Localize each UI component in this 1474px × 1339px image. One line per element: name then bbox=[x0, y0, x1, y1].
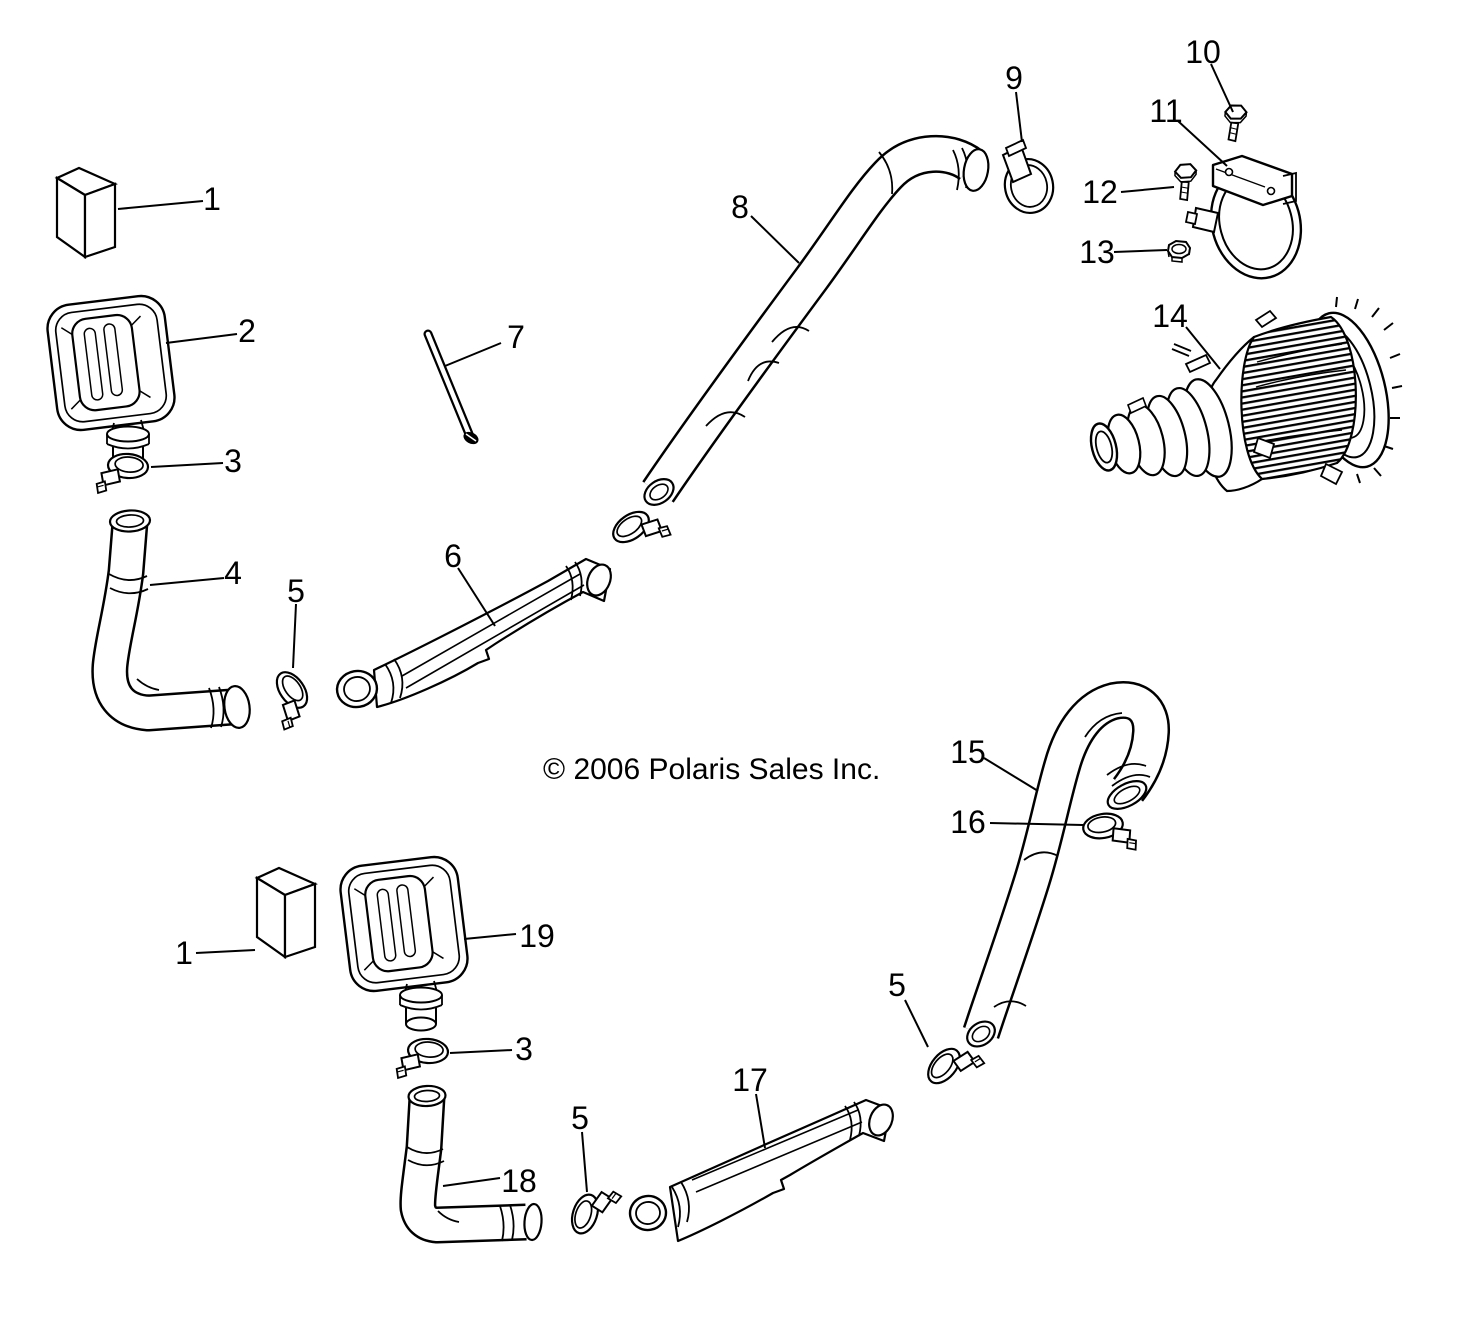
callout-label-2: 2 bbox=[238, 313, 256, 349]
callout-label-6: 6 bbox=[444, 538, 462, 574]
callout-label-16: 16 bbox=[950, 804, 986, 840]
part-clamp-3-bottom bbox=[394, 1035, 450, 1083]
callout-label-14: 14 bbox=[1152, 298, 1188, 334]
callout-leader-3 bbox=[150, 462, 224, 468]
callout-leader-11 bbox=[1177, 120, 1228, 167]
callout-leader-1 bbox=[117, 200, 204, 210]
callout-label-1: 1 bbox=[203, 181, 221, 217]
callout-label-5: 5 bbox=[571, 1100, 589, 1136]
callout-leader-18 bbox=[442, 1177, 501, 1187]
callout-label-7: 7 bbox=[507, 319, 525, 355]
callout-leader-10 bbox=[1210, 63, 1234, 113]
callout-label-15: 15 bbox=[950, 734, 986, 770]
callout-leader-14 bbox=[1185, 326, 1221, 370]
callout-leader-12 bbox=[1120, 186, 1175, 193]
callout-label-3: 3 bbox=[224, 443, 242, 479]
callout-label-9: 9 bbox=[1005, 60, 1023, 96]
callout-leader-2 bbox=[165, 333, 238, 344]
part-band-clamp-11 bbox=[1184, 154, 1303, 280]
callout-leader-5 bbox=[581, 1131, 588, 1193]
part-hose-4 bbox=[91, 509, 251, 732]
callout-label-1: 1 bbox=[175, 935, 193, 971]
copyright-text: © 2006 Polaris Sales Inc. bbox=[543, 753, 880, 786]
callout-leader-19 bbox=[463, 933, 517, 940]
part-clamp-5-bottom-mid bbox=[566, 1180, 623, 1244]
part-duct-6 bbox=[335, 557, 612, 709]
part-airbox-19 bbox=[336, 853, 472, 1032]
callout-label-10: 10 bbox=[1185, 34, 1221, 70]
callout-label-18: 18 bbox=[501, 1163, 537, 1199]
callout-leader-9 bbox=[1015, 91, 1023, 143]
callout-label-5: 5 bbox=[287, 573, 305, 609]
callout-label-8: 8 bbox=[731, 189, 749, 225]
part-clamp-5-left bbox=[255, 665, 321, 733]
callout-label-5: 5 bbox=[888, 967, 906, 1003]
part-box-1-bottom bbox=[255, 866, 317, 959]
callout-leader-13 bbox=[1113, 249, 1168, 253]
part-bolt-12 bbox=[1173, 162, 1198, 202]
callout-label-13: 13 bbox=[1079, 234, 1115, 270]
part-tie-rod-7 bbox=[423, 329, 479, 445]
part-clamp-5-mid bbox=[606, 498, 674, 564]
callout-label-17: 17 bbox=[732, 1062, 768, 1098]
callout-leader-5 bbox=[904, 999, 929, 1048]
callout-label-11: 11 bbox=[1149, 93, 1182, 129]
callout-leader-5 bbox=[292, 603, 297, 669]
part-clamp-9 bbox=[1001, 138, 1055, 214]
callout-leader-7 bbox=[444, 342, 502, 367]
callout-leader-4 bbox=[149, 577, 225, 586]
part-duct-17 bbox=[628, 1098, 894, 1243]
callout-label-19: 19 bbox=[519, 918, 555, 954]
part-hose-8 bbox=[642, 134, 990, 506]
callout-leader-17 bbox=[755, 1093, 766, 1149]
part-air-filter-14 bbox=[1089, 296, 1403, 493]
part-nut-13 bbox=[1166, 239, 1192, 263]
part-clamp-3-top bbox=[94, 450, 150, 498]
callout-leader-8 bbox=[750, 215, 800, 264]
callout-leader-6 bbox=[457, 567, 496, 627]
callout-label-3: 3 bbox=[515, 1031, 533, 1067]
callout-label-4: 4 bbox=[224, 555, 242, 591]
callout-leader-3 bbox=[449, 1049, 513, 1054]
part-hose-15 bbox=[962, 681, 1170, 1048]
part-airbox-2 bbox=[43, 292, 179, 471]
callout-leader-15 bbox=[983, 757, 1039, 792]
callout-leader-16 bbox=[989, 822, 1084, 826]
part-bolt-10 bbox=[1221, 103, 1249, 144]
part-box-1-top bbox=[55, 166, 117, 259]
callout-leader-1 bbox=[195, 949, 256, 954]
part-clamp-16 bbox=[1080, 807, 1139, 860]
part-hose-18 bbox=[399, 1084, 543, 1244]
callout-label-12: 12 bbox=[1082, 174, 1118, 210]
